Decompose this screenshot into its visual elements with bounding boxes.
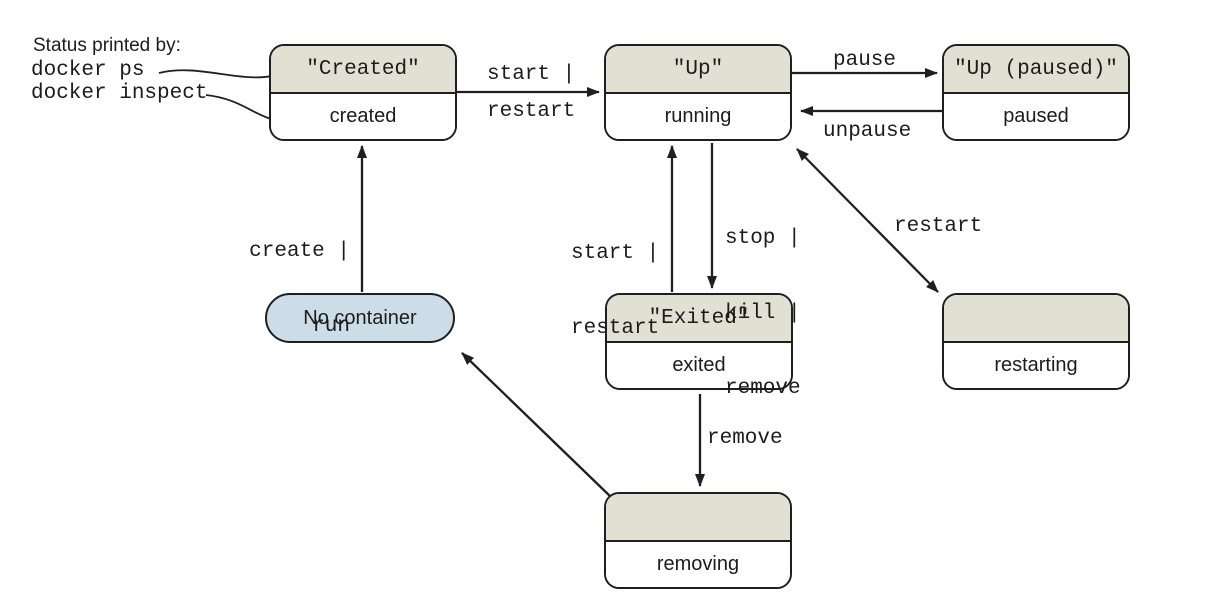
label-pause: pause <box>833 49 897 72</box>
annotation-command-docker-inspect: docker inspect <box>31 82 208 105</box>
state-running-status: "Up" <box>606 46 790 94</box>
label-stop-kill-remove: stop | kill | remove <box>725 176 801 451</box>
annotation-command-docker-ps: docker ps <box>31 59 145 82</box>
state-created-status: "Created" <box>271 46 455 94</box>
state-box-removing: removing <box>604 492 792 589</box>
label-unpause: unpause <box>823 120 912 143</box>
label-start-restart-mid-line2: restart <box>571 317 660 340</box>
state-restarting-name: restarting <box>944 343 1128 388</box>
state-box-running: "Up" running <box>604 44 792 141</box>
state-removing-status <box>606 494 790 542</box>
state-box-created: "Created" created <box>269 44 457 141</box>
state-removing-name: removing <box>606 542 790 587</box>
arrow-restart-running-restarting-upper <box>796 148 868 221</box>
label-stop-kill-remove-line3: remove <box>725 377 801 400</box>
label-start-restart-mid-line1: start | <box>571 242 660 265</box>
state-box-paused: "Up (paused)" paused <box>942 44 1130 141</box>
state-paused-status: "Up (paused)" <box>944 46 1128 94</box>
state-box-restarting: restarting <box>942 293 1130 390</box>
label-start-restart-top-line1: start | <box>487 63 576 86</box>
label-restart-diagonal: restart <box>894 215 983 238</box>
label-start-restart-mid: start | restart <box>571 191 659 391</box>
state-exited-name: exited <box>607 343 791 388</box>
state-exited-status: "Exited" <box>607 295 791 343</box>
state-restarting-status <box>944 295 1128 343</box>
label-stop-kill-remove-line2: kill | <box>725 302 801 325</box>
label-stop-kill-remove-line1: stop | <box>725 227 801 250</box>
state-created-name: created <box>271 94 455 139</box>
label-remove: remove <box>707 427 783 450</box>
annotation-title: Status printed by: <box>33 35 181 56</box>
no-container-node: No container <box>265 293 455 343</box>
label-create-run: create | run <box>240 189 350 389</box>
label-create-run-line1: create | <box>249 240 350 263</box>
label-start-restart-top-line2: restart <box>487 100 576 123</box>
state-running-name: running <box>606 94 790 139</box>
label-create-run-line2: run <box>312 315 350 338</box>
state-box-exited: "Exited" exited <box>605 293 793 390</box>
state-paused-name: paused <box>944 94 1128 139</box>
